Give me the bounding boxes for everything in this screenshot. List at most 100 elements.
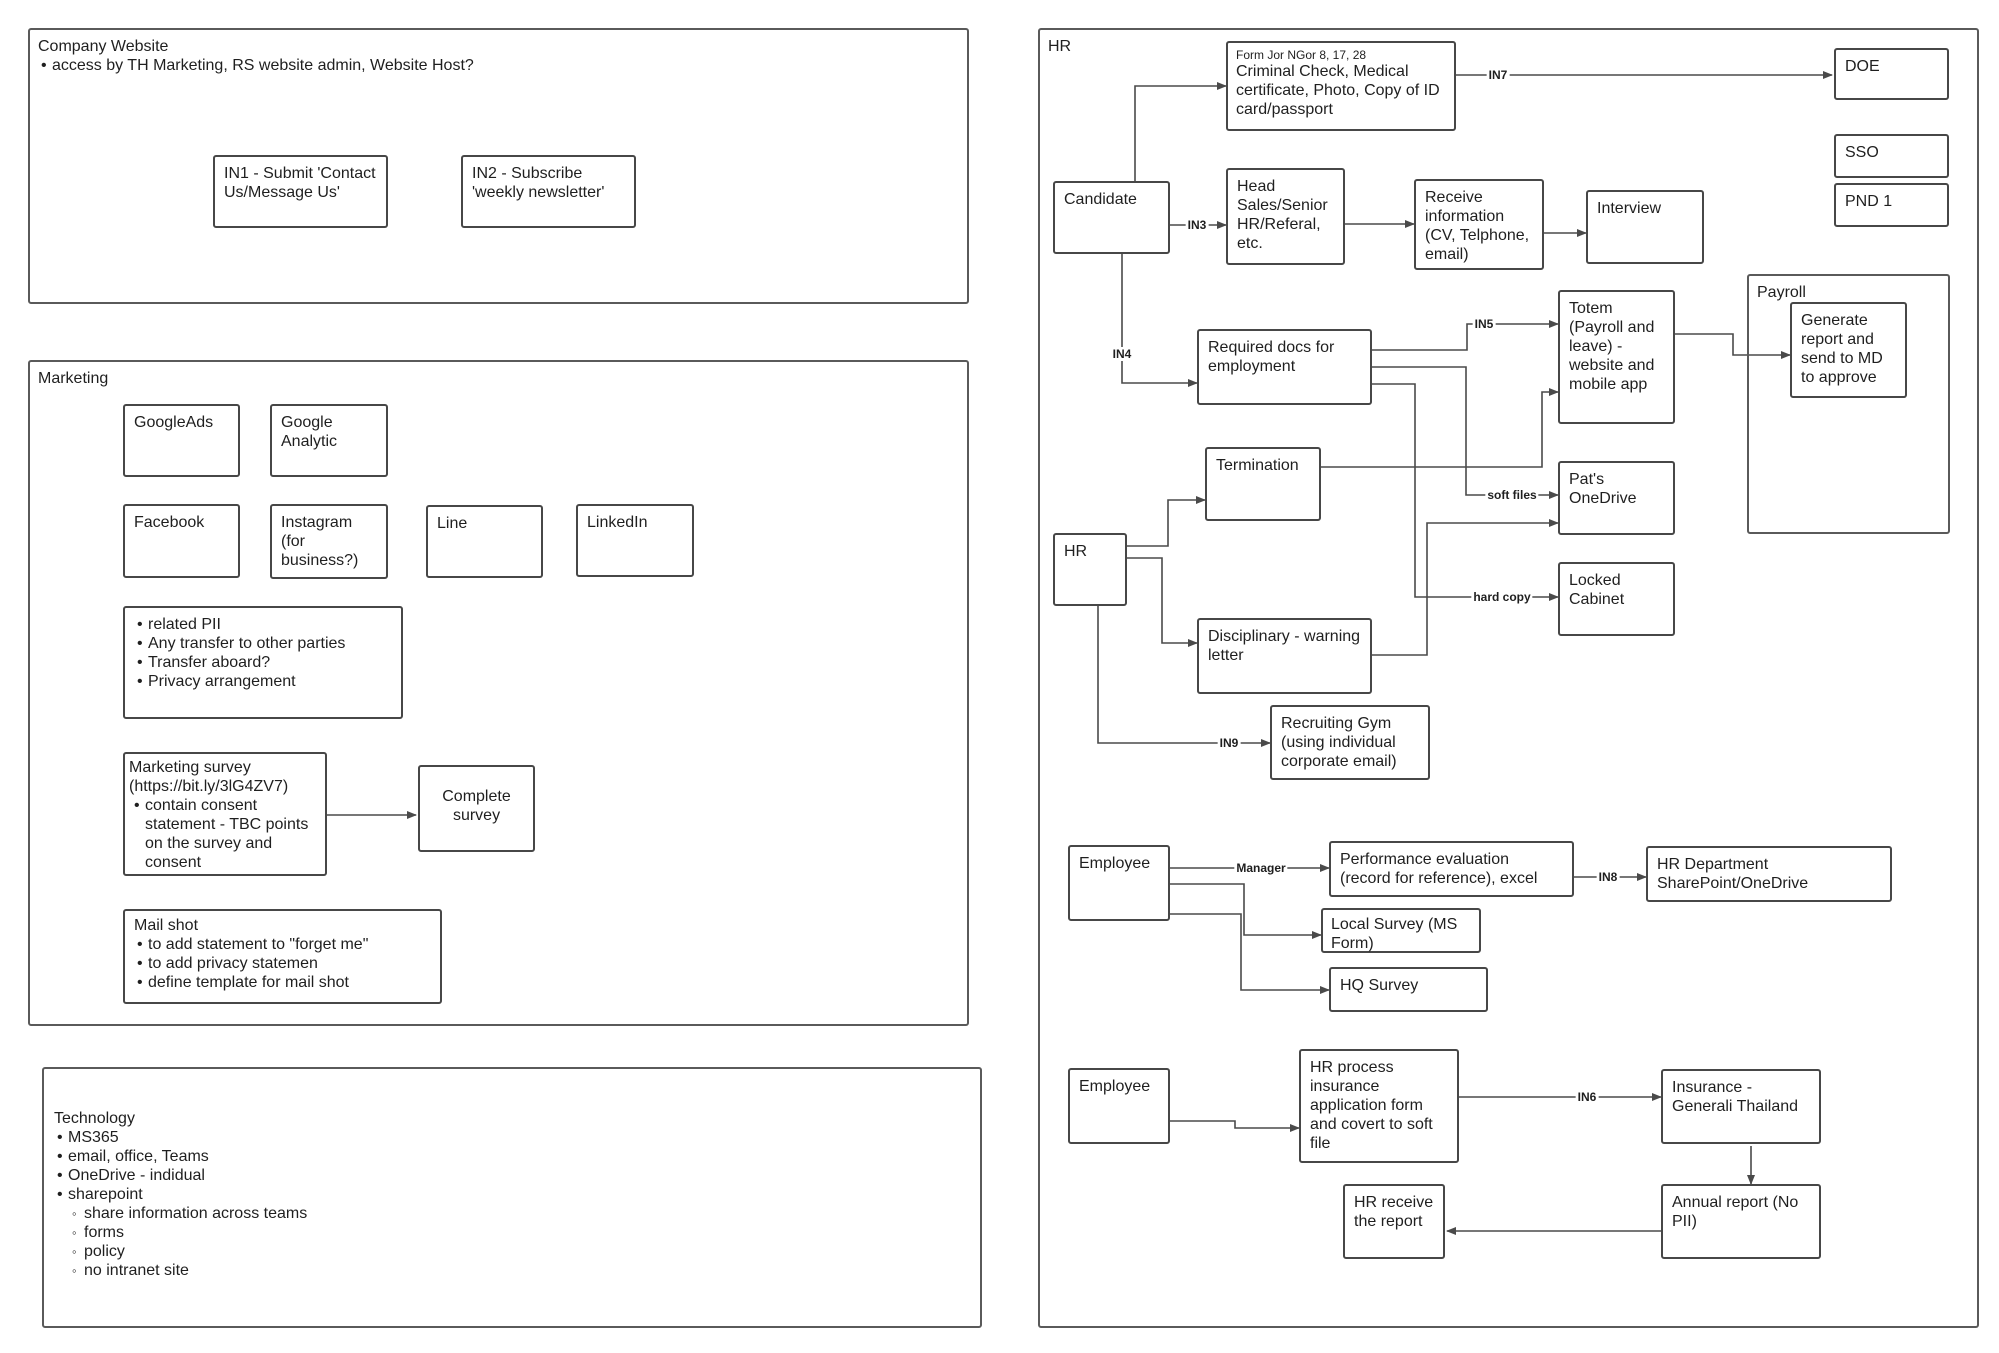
complete-survey-label: Complete survey <box>442 788 511 824</box>
marketing-survey-title: Marketing survey (https://bit.ly/3lG4ZV7… <box>129 759 289 795</box>
form-label: Criminal Check, Medical certificate, Pho… <box>1236 63 1440 118</box>
pii-notes-node[interactable]: related PII Any transfer to other partie… <box>123 606 403 719</box>
hr-dept-sp-label: HR Department SharePoint/OneDrive <box>1657 856 1809 892</box>
local-survey-label: Local Survey (MS Form) <box>1331 916 1458 952</box>
employee-1-node[interactable]: Employee <box>1068 845 1170 921</box>
edge-label-in4: IN4 <box>1110 347 1134 361</box>
marketing-survey-node[interactable]: Marketing survey (https://bit.ly/3lG4ZV7… <box>123 752 327 876</box>
google-analytic-node[interactable]: Google Analytic <box>270 404 388 477</box>
pii-note-item: Transfer aboard? <box>137 653 392 672</box>
insurance-label: Insurance - Generali Thailand <box>1672 1079 1799 1115</box>
technology-list: MS365 email, office, Teams OneDrive - in… <box>54 1128 972 1204</box>
marketing-container: Marketing <box>28 360 969 1026</box>
candidate-label: Candidate <box>1064 191 1137 208</box>
edge-label-in6: IN6 <box>1575 1090 1599 1104</box>
edge-label-in3: IN3 <box>1185 218 1209 232</box>
technology-container: Technology MS365 email, office, Teams On… <box>42 1067 982 1328</box>
hr-process-node[interactable]: HR process insurance application form an… <box>1299 1049 1459 1163</box>
technology-item: sharepoint <box>57 1185 972 1204</box>
complete-survey-node[interactable]: Complete survey <box>418 765 535 852</box>
local-survey-node[interactable]: Local Survey (MS Form) <box>1321 908 1481 953</box>
linkedin-label: LinkedIn <box>587 514 648 531</box>
totem-label: Totem (Payroll and leave) - website and … <box>1569 300 1655 393</box>
googleads-label: GoogleAds <box>134 414 214 431</box>
facebook-node[interactable]: Facebook <box>123 504 240 578</box>
termination-label: Termination <box>1216 457 1299 474</box>
employee-2-node[interactable]: Employee <box>1068 1068 1170 1144</box>
edge-label-soft-files: soft files <box>1485 488 1539 502</box>
candidate-node[interactable]: Candidate <box>1053 181 1170 254</box>
doe-node[interactable]: DOE <box>1834 48 1949 100</box>
generate-report-node[interactable]: Generate report and send to MD to approv… <box>1790 302 1907 398</box>
edge-label-hard-copy: hard copy <box>1471 590 1533 604</box>
facebook-label: Facebook <box>134 514 205 531</box>
payroll-title: Payroll <box>1757 284 1806 301</box>
company-website-title: Company Website <box>38 38 169 55</box>
marketing-title: Marketing <box>38 370 109 387</box>
locked-cabinet-node[interactable]: Locked Cabinet <box>1558 562 1675 636</box>
pii-notes-list: related PII Any transfer to other partie… <box>134 615 392 691</box>
mail-shot-node[interactable]: Mail shot to add statement to "forget me… <box>123 909 442 1004</box>
technology-title: Technology <box>54 1110 135 1127</box>
edge-label-in5: IN5 <box>1472 317 1496 331</box>
recruiting-gym-node[interactable]: Recruiting Gym (using individual corpora… <box>1270 705 1430 780</box>
pii-note-item: Privacy arrangement <box>137 672 392 691</box>
edge-label-in8: IN8 <box>1596 870 1620 884</box>
hq-survey-node[interactable]: HQ Survey <box>1329 967 1488 1012</box>
disciplinary-node[interactable]: Disciplinary - warning letter <box>1197 618 1372 694</box>
googleads-node[interactable]: GoogleAds <box>123 404 240 477</box>
pats-onedrive-node[interactable]: Pat's OneDrive <box>1558 461 1675 535</box>
annual-report-node[interactable]: Annual report (No PII) <box>1661 1184 1821 1259</box>
hq-survey-label: HQ Survey <box>1340 977 1419 994</box>
pats-onedrive-label: Pat's OneDrive <box>1569 471 1637 507</box>
doe-label: DOE <box>1845 58 1880 75</box>
termination-node[interactable]: Termination <box>1205 447 1321 521</box>
sharepoint-sublist: share information across teams forms pol… <box>68 1204 972 1280</box>
sharepoint-item: forms <box>72 1223 972 1242</box>
interview-node[interactable]: Interview <box>1586 190 1704 264</box>
pnd1-node[interactable]: PND 1 <box>1834 183 1949 227</box>
sso-label: SSO <box>1845 144 1879 161</box>
pii-note-item: related PII <box>137 615 392 634</box>
mail-shot-list: to add statement to "forget me" to add p… <box>134 935 431 992</box>
hr-dept-sp-node[interactable]: HR Department SharePoint/OneDrive <box>1646 846 1892 902</box>
perf-eval-label: Performance evaluation (record for refer… <box>1340 851 1538 887</box>
mail-shot-item: define template for mail shot <box>137 973 431 992</box>
hr-node[interactable]: HR <box>1053 533 1127 606</box>
google-analytic-label: Google Analytic <box>281 414 338 450</box>
hr-container: HR <box>1038 28 1979 1328</box>
in2-label: IN2 - Subscribe 'weekly newsletter' <box>472 165 605 201</box>
company-website-container: Company Website access by TH Marketing, … <box>28 28 969 304</box>
linkedin-node[interactable]: LinkedIn <box>576 504 694 577</box>
head-sales-node[interactable]: Head Sales/Senior HR/Referal, etc. <box>1226 168 1345 265</box>
head-sales-label: Head Sales/Senior HR/Referal, etc. <box>1237 178 1328 252</box>
sharepoint-item: policy <box>72 1242 972 1261</box>
perf-eval-node[interactable]: Performance evaluation (record for refer… <box>1329 841 1574 897</box>
totem-node[interactable]: Totem (Payroll and leave) - website and … <box>1558 290 1675 424</box>
hr-process-label: HR process insurance application form an… <box>1310 1059 1433 1152</box>
in2-node[interactable]: IN2 - Subscribe 'weekly newsletter' <box>461 155 636 228</box>
edge-label-manager: Manager <box>1234 861 1288 875</box>
line-node[interactable]: Line <box>426 505 543 578</box>
hr-node-label: HR <box>1064 543 1088 560</box>
disciplinary-label: Disciplinary - warning letter <box>1208 628 1361 664</box>
hr-receive-node[interactable]: HR receive the report <box>1343 1184 1445 1259</box>
required-docs-label: Required docs for employment <box>1208 339 1335 375</box>
sharepoint-item: no intranet site <box>72 1261 972 1280</box>
mail-shot-title: Mail shot <box>134 917 199 934</box>
mail-shot-item: to add privacy statemen <box>137 954 431 973</box>
pii-note-item: Any transfer to other parties <box>137 634 392 653</box>
form-node[interactable]: Form Jor NGor 8, 17, 28 Criminal Check, … <box>1226 41 1456 131</box>
insurance-node[interactable]: Insurance - Generali Thailand <box>1661 1069 1821 1144</box>
in1-node[interactable]: IN1 - Submit 'Contact Us/Message Us' <box>213 155 388 228</box>
receive-info-node[interactable]: Receive information (CV, Telphone, email… <box>1414 179 1544 270</box>
receive-info-label: Receive information (CV, Telphone, email… <box>1425 189 1530 263</box>
technology-item: OneDrive - indidual <box>57 1166 972 1185</box>
annual-report-label: Annual report (No PII) <box>1672 1194 1799 1230</box>
technology-item: MS365 <box>57 1128 972 1147</box>
instagram-node[interactable]: Instagram (for business?) <box>270 504 388 579</box>
sso-node[interactable]: SSO <box>1834 134 1949 178</box>
required-docs-node[interactable]: Required docs for employment <box>1197 329 1372 405</box>
line-label: Line <box>437 515 468 532</box>
company-website-list: access by TH Marketing, RS website admin… <box>38 56 959 75</box>
